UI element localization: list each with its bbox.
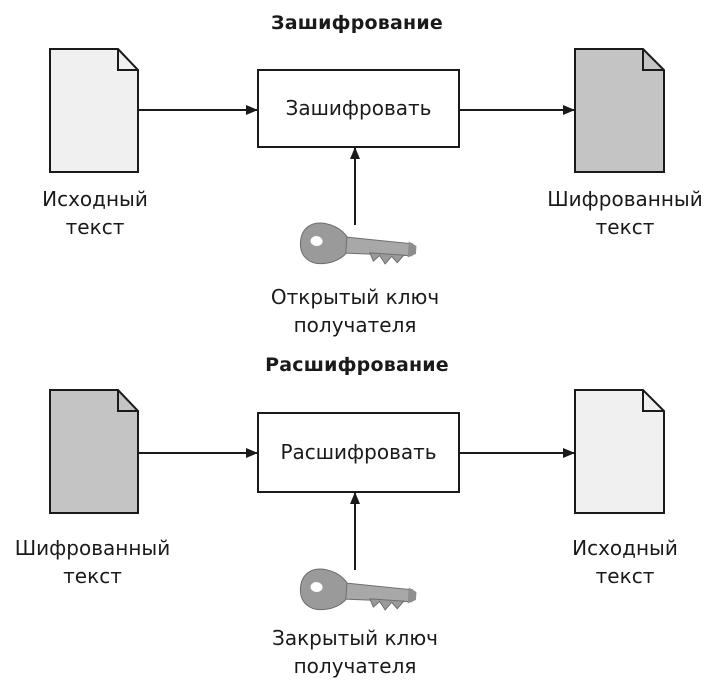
label-line: Шифрованный [547, 187, 703, 211]
public-key-icon [298, 221, 419, 271]
decryption-heading: Расшифрование [265, 354, 449, 376]
decryption-output-label: Исходный текст [545, 534, 705, 590]
label-line: текст [65, 215, 125, 239]
encryption-heading: Зашифрование [271, 12, 443, 34]
label-line: получателя [293, 654, 417, 678]
encryption-input-label: Исходный текст [15, 185, 175, 241]
encrypt-label: Зашифровать [285, 96, 432, 120]
document-fold [642, 390, 664, 412]
document-fold [117, 49, 138, 71]
label-line: Исходный [572, 536, 678, 560]
label-line: Закрытый ключ [272, 626, 438, 650]
document-fold [117, 390, 138, 412]
public-key-label: Открытый ключ получателя [240, 283, 470, 339]
plaintext-document-icon [49, 48, 139, 173]
label-line: текст [595, 564, 655, 588]
label-line: Исходный [42, 187, 148, 211]
decrypt-label: Расшифровать [280, 440, 437, 464]
private-key-label: Закрытый ключ получателя [240, 624, 470, 680]
label-line: текст [595, 215, 655, 239]
label-line: текст [63, 564, 122, 588]
private-key-icon [298, 567, 419, 617]
plaintext-document-icon [574, 389, 665, 514]
document-fold [642, 49, 664, 71]
label-line: Шифрованный [14, 536, 171, 560]
encrypt-box [257, 69, 460, 148]
encryption-output-label: Шифрованный текст [540, 185, 710, 241]
label-line: Открытый ключ [270, 285, 440, 309]
label-line: получателя [293, 313, 417, 337]
ciphertext-document-icon [574, 48, 665, 173]
ciphertext-document-icon [49, 389, 139, 514]
decryption-input-label: Шифрованный текст [5, 534, 180, 590]
